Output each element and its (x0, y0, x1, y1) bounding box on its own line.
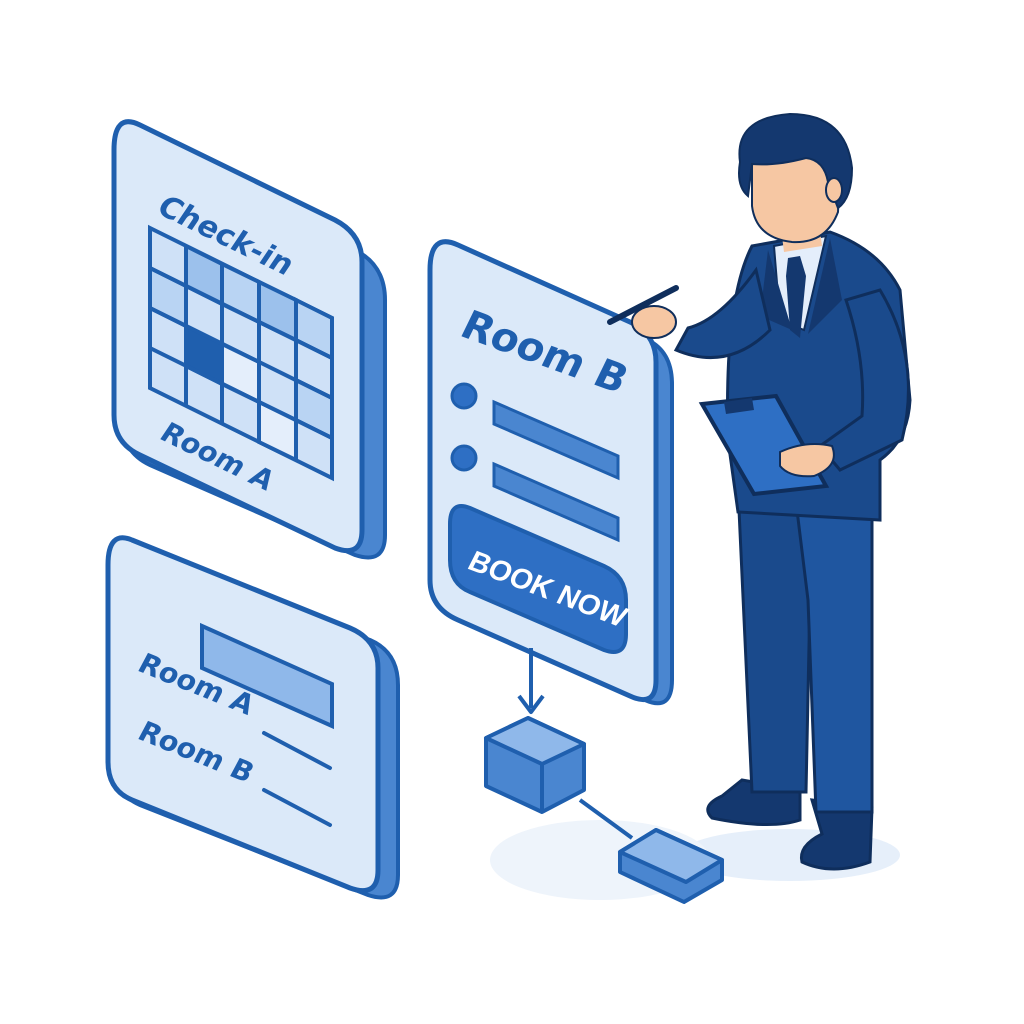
room-list-item-line (262, 788, 332, 827)
businessman-figure (607, 112, 912, 871)
connector-line (578, 798, 634, 840)
arrow-down-icon (517, 648, 545, 714)
room-search-field[interactable] (200, 622, 334, 730)
room-list-panel: Room A Room B (105, 535, 400, 900)
calendar-panel: Check-in Room A (111, 119, 387, 560)
option-bar (492, 399, 620, 481)
device-block-icon (618, 828, 724, 904)
device-block-icon (484, 716, 586, 814)
calendar-grid-icon (148, 224, 334, 482)
booking-panel: Room B BOOK NOW (427, 239, 674, 706)
radio-dot-icon[interactable] (450, 382, 478, 410)
room-list-item-line (262, 731, 332, 770)
radio-dot-icon[interactable] (450, 444, 478, 472)
option-bar (492, 461, 620, 543)
pen-icon (607, 285, 679, 325)
